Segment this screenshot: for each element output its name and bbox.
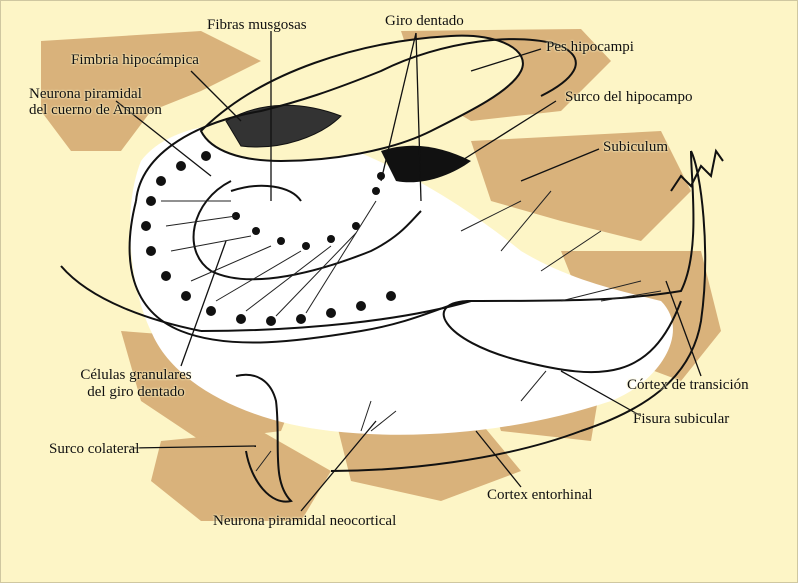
label-celulas-granulares-1: Células granulares [61,367,211,384]
label-fibras-musgosas: Fibras musgosas [207,17,307,34]
label-surco-hipocampo: Surco del hipocampo [565,89,692,106]
label-fimbria-hipocampica: Fimbria hipocámpica [71,52,199,69]
label-cortex-transicion: Córtex de transición [627,377,749,394]
label-neurona-piramidal-ammon-1: Neurona piramidal [29,86,142,103]
label-fisura-subicular: Fisura subicular [633,411,729,428]
label-giro-dentado: Giro dentado [385,13,464,30]
label-surco-colateral: Surco colateral [49,441,139,458]
label-neurona-neocortical: Neurona piramidal neocortical [213,513,396,530]
label-neurona-piramidal-ammon-2: del cuerno de Ammon [29,102,162,119]
label-subiculum: Subiculum [603,139,668,156]
label-pes-hipocampi: Pes hipocampi [546,39,634,56]
label-cortex-entorhinal: Cortex entorhinal [487,487,592,504]
label-celulas-granulares-2: del giro dentado [61,384,211,401]
